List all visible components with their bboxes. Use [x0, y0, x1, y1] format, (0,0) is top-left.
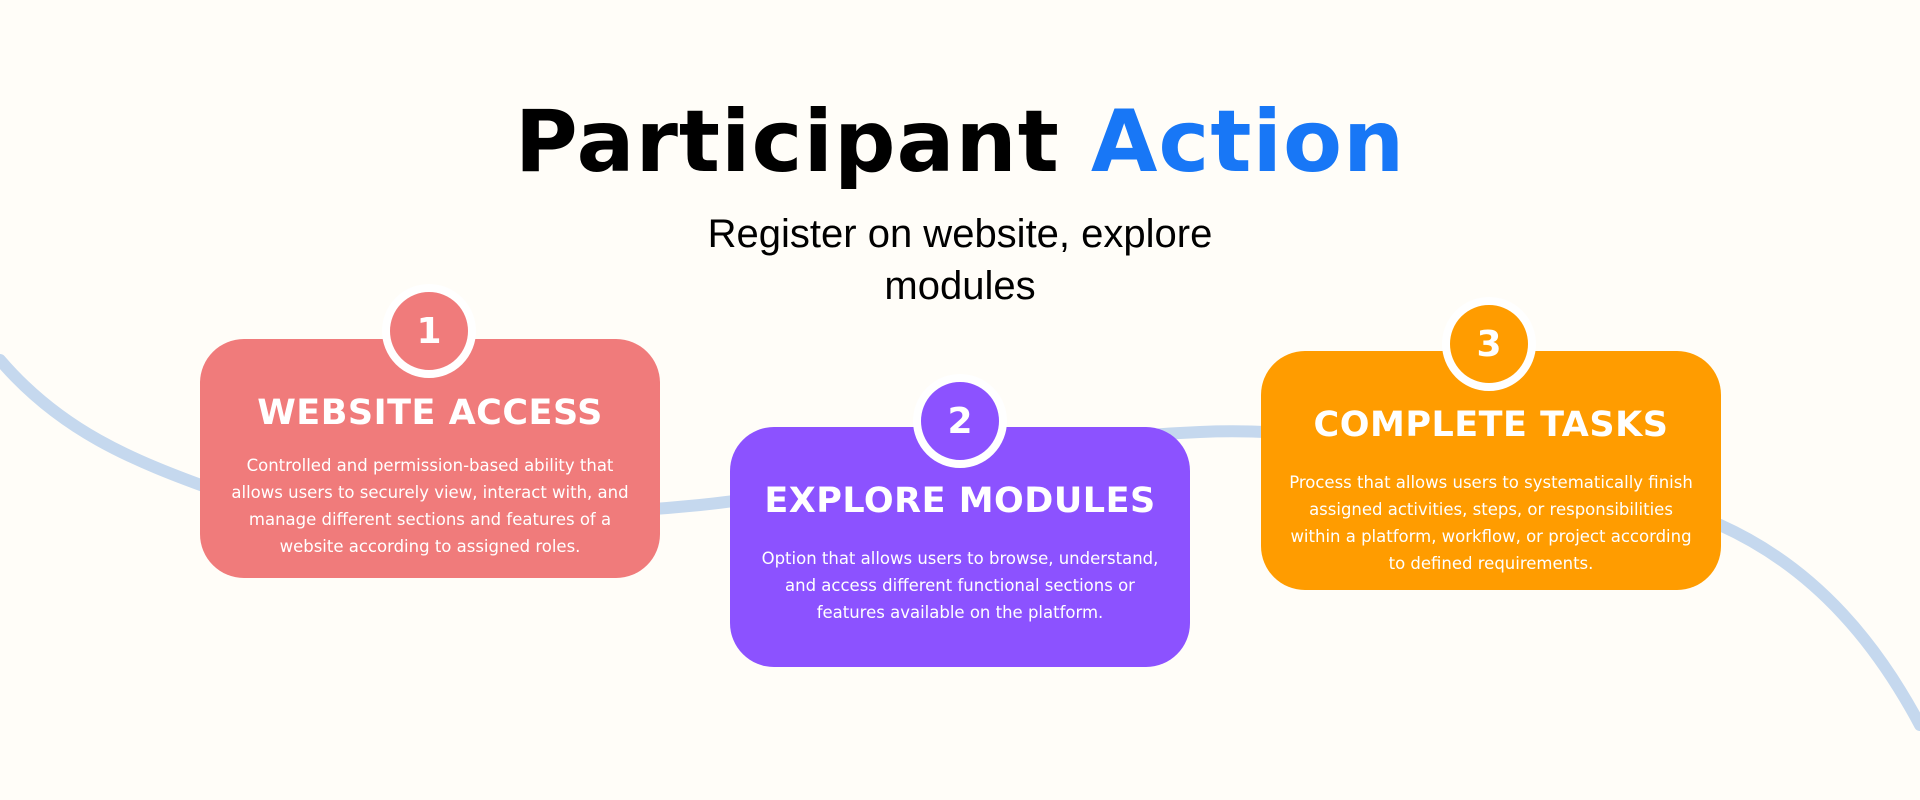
step-title: EXPLORE MODULES — [764, 481, 1156, 521]
title-accent: Action — [1090, 92, 1406, 192]
step-title: WEBSITE ACCESS — [257, 393, 603, 433]
step-description: Option that allows users to browse, unde… — [761, 549, 1159, 622]
page-title: Participant Action — [0, 92, 1920, 192]
step-number-badge: 1 — [382, 284, 476, 378]
step-description: Process that allows users to systematica… — [1289, 473, 1693, 573]
step-card-website-access: WEBSITE ACCESS Controlled and permission… — [200, 339, 660, 578]
step-number-badge: 2 — [913, 374, 1007, 468]
step-description: Controlled and permission-based ability … — [231, 456, 629, 556]
page-subtitle: Register on website, explore modules — [707, 212, 1213, 308]
step-number-badge: 3 — [1442, 297, 1536, 391]
step-card-complete-tasks: COMPLETE TASKS Process that allows users… — [1261, 351, 1721, 590]
step-title: COMPLETE TASKS — [1313, 405, 1669, 445]
title-main: Participant — [514, 92, 1060, 192]
